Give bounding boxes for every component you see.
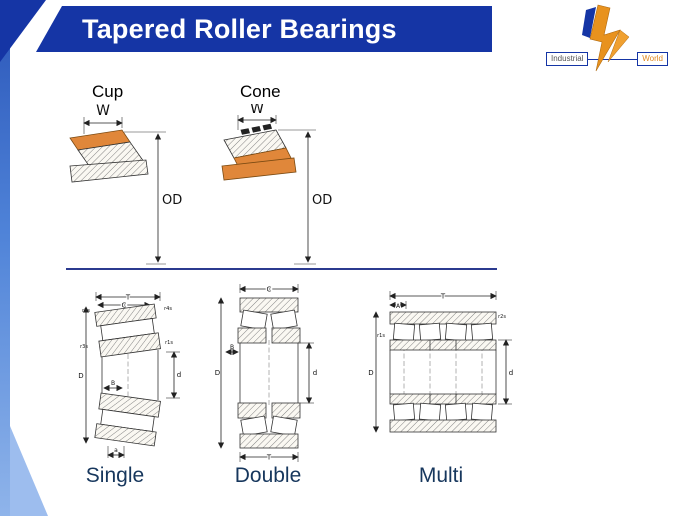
multi-dim-d: d xyxy=(509,369,513,377)
multi-dim-r1s: r1s xyxy=(377,333,385,339)
double-dim-D: D xyxy=(215,369,220,377)
double-dim-d: d xyxy=(313,369,317,377)
multi-bore-lines xyxy=(389,350,497,394)
multi-dim-D: D xyxy=(368,369,373,377)
multi-dim-T: T xyxy=(440,293,446,301)
single-dim-B: B xyxy=(111,380,115,387)
multi-dim-A: A xyxy=(396,303,401,310)
cone-cross-section xyxy=(221,123,297,181)
multi-side-dimensions: D d xyxy=(368,311,513,433)
company-logo: Industrial World xyxy=(546,2,668,76)
cone-od-label: OD xyxy=(312,193,332,208)
single-bottom-section xyxy=(94,392,161,447)
logo-divider-line xyxy=(548,59,666,60)
multi-centerlines xyxy=(403,316,483,428)
single-bore-lines xyxy=(101,350,159,400)
cup-label: Cup xyxy=(92,82,124,101)
logo-world-label: World xyxy=(637,52,668,66)
logo-industrial-label: Industrial xyxy=(546,52,589,66)
cup-od-dimension: OD xyxy=(124,131,182,265)
single-side-dimensions: D d B a xyxy=(78,306,181,459)
double-row-bearing-diagram: C B D d xyxy=(215,284,317,463)
cup-w-dimension: W xyxy=(83,103,123,134)
cup-od-label: OD xyxy=(162,193,182,208)
single-dim-T: T xyxy=(125,294,131,302)
caption-multi: Multi xyxy=(418,464,464,487)
single-top-section xyxy=(94,303,161,358)
cone-rollers xyxy=(240,123,272,135)
single-dim-C: C xyxy=(122,302,127,310)
cone-w-dimension: W xyxy=(237,101,277,130)
cone-label: Cone xyxy=(240,82,281,101)
section-divider-line xyxy=(66,268,497,270)
cup-cross-section xyxy=(69,129,149,183)
double-dim-C: C xyxy=(267,286,272,294)
cup-diagram: W OD xyxy=(69,103,182,265)
double-bottom-section xyxy=(237,402,301,449)
cup-w-label: W xyxy=(96,104,110,119)
double-top-section xyxy=(237,297,301,344)
single-dim-a: a xyxy=(114,447,118,454)
multi-dim-r2s: r2s xyxy=(498,314,506,320)
double-dim-B: B xyxy=(230,344,234,351)
multi-row-bearing-diagram: T A r2s r1s xyxy=(368,291,513,433)
single-dim-D: D xyxy=(78,372,83,380)
double-top-dimension: C xyxy=(239,284,299,295)
double-side-dimensions: B D d T xyxy=(215,297,317,463)
cone-figure: Cone W xyxy=(212,82,342,272)
cone-w-label: W xyxy=(250,104,264,117)
slide-title: Tapered Roller Bearings xyxy=(82,14,397,44)
caption-single: Single xyxy=(85,464,145,487)
cone-od-dimension: OD xyxy=(278,129,332,265)
cup-figure: Cup W xyxy=(62,82,192,272)
multi-bottom-section xyxy=(389,393,497,433)
single-dim-r1s: r1s xyxy=(165,340,173,346)
single-dim-r3s: r3s xyxy=(80,344,88,350)
multi-top-dimensions: T A r2s r1s xyxy=(377,291,506,339)
single-row-bearing-diagram: T C r2s r4s r3s r1s D xyxy=(78,292,181,459)
single-dim-d: d xyxy=(177,371,181,379)
logo-bolt-icon xyxy=(582,4,630,72)
cone-diagram: W OD xyxy=(221,101,332,265)
double-bore-lines xyxy=(239,340,299,406)
left-stripe-decoration xyxy=(0,0,10,516)
multi-top-section xyxy=(389,311,497,351)
double-dim-T: T xyxy=(266,454,272,462)
single-dim-r4s: r4s xyxy=(164,306,172,312)
title-band: Tapered Roller Bearings xyxy=(36,6,492,52)
top-left-corner-decoration xyxy=(0,0,46,62)
bottom-left-triangle-decoration xyxy=(10,426,48,516)
caption-double: Double xyxy=(234,464,302,487)
